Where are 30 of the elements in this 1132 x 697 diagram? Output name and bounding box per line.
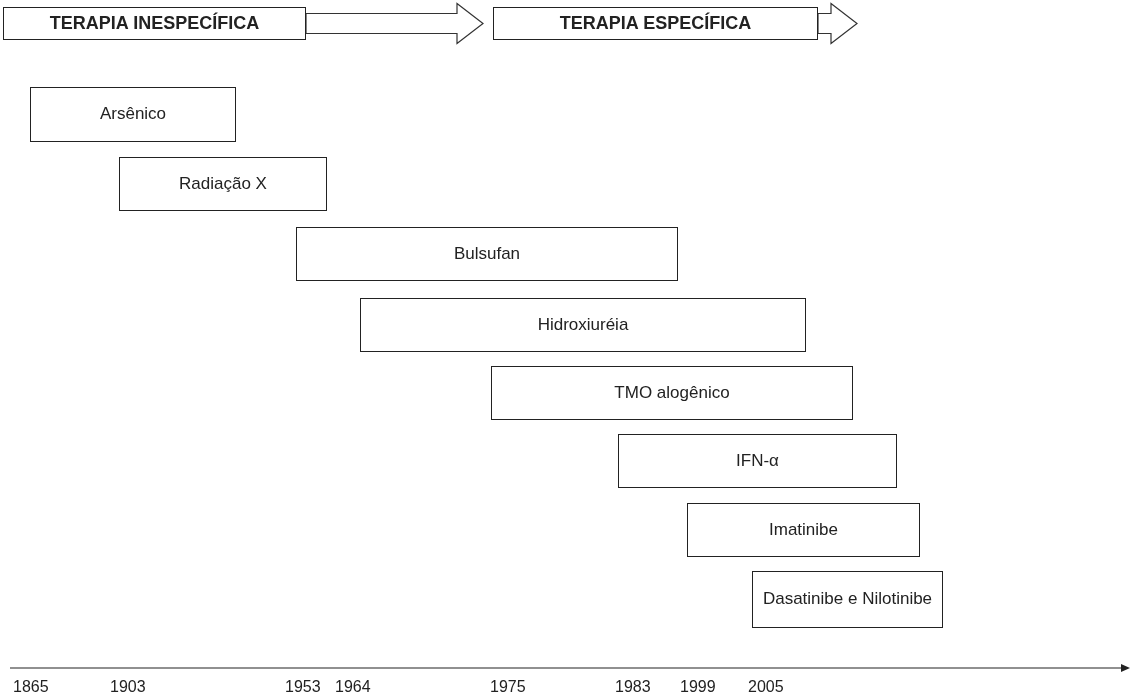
box-label: TERAPIA INESPECÍFICA xyxy=(49,12,260,35)
box-label: IFN-α xyxy=(736,450,779,472)
box-label: Imatinibe xyxy=(769,519,838,541)
block-arrow xyxy=(305,2,484,45)
period-box xyxy=(119,157,327,211)
period-box xyxy=(752,571,943,628)
year-label: 2005 xyxy=(748,678,784,696)
phase-box xyxy=(3,7,306,40)
year-label: 1953 xyxy=(285,678,321,696)
box-label: TERAPIA ESPECÍFICA xyxy=(559,12,752,35)
box-label: Bulsufan xyxy=(453,243,521,265)
period-box xyxy=(491,366,853,420)
year-label: 1903 xyxy=(110,678,146,696)
block-arrow xyxy=(817,2,858,45)
box-label: Hidroxiuréia xyxy=(537,314,629,336)
period-box xyxy=(360,298,806,352)
box-label: Arsênico xyxy=(99,104,167,125)
phase-box xyxy=(493,7,818,40)
period-box xyxy=(687,503,920,557)
box-label: Radiação X xyxy=(179,173,267,195)
period-box xyxy=(30,87,236,142)
year-label: 1999 xyxy=(680,678,716,696)
year-label: 1865 xyxy=(13,678,49,696)
year-label: 1983 xyxy=(615,678,651,696)
period-box xyxy=(296,227,678,281)
year-label: 1975 xyxy=(490,678,526,696)
box-label: TMO alogênico xyxy=(614,382,730,404)
period-box xyxy=(618,434,897,488)
box-label: Dasatinibe e Nilotinibe xyxy=(762,589,933,610)
year-label: 1964 xyxy=(335,678,371,696)
